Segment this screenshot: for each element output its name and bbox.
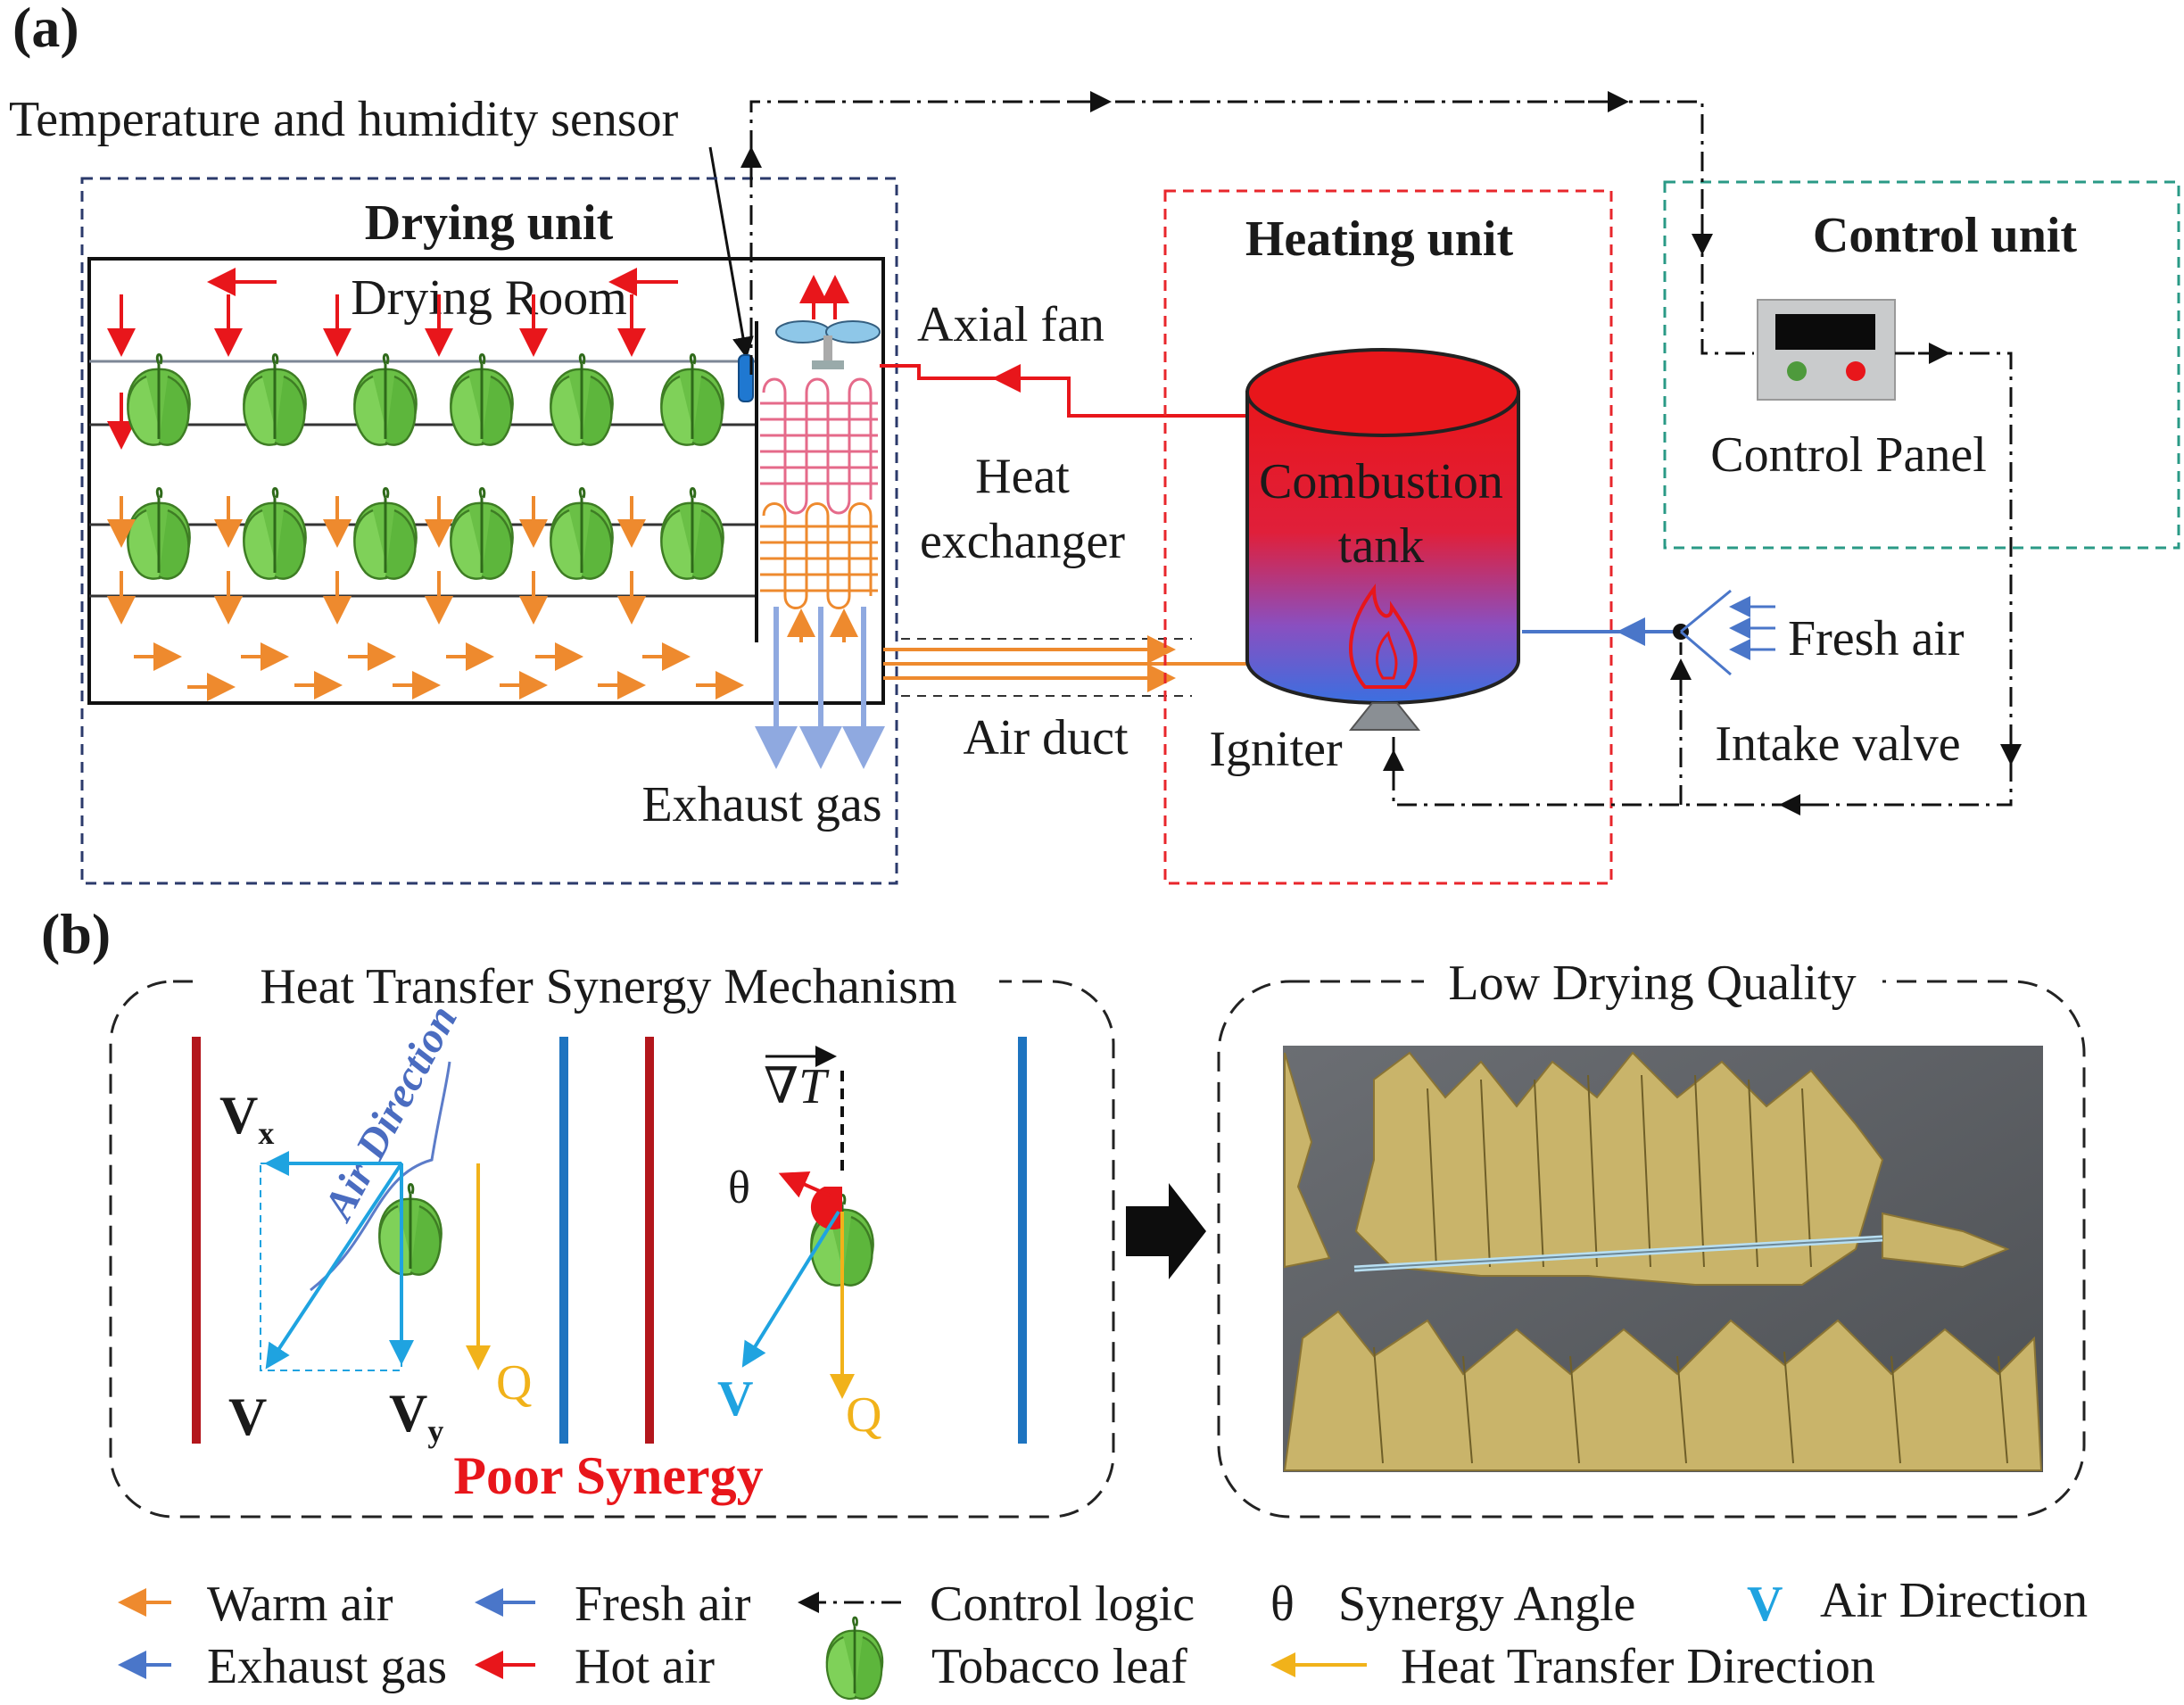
drying-unit-box bbox=[80, 177, 898, 885]
quality-title-bg bbox=[1424, 955, 1882, 1008]
result-arrow bbox=[1126, 1183, 1206, 1279]
legend-synergy-angle: Synergy Angle bbox=[1338, 1577, 1635, 1632]
legend-heat-transfer-direction: Heat Transfer Direction bbox=[1401, 1639, 1875, 1694]
legend-fresh-air: Fresh air bbox=[575, 1577, 751, 1632]
vy-label: Vy bbox=[389, 1384, 443, 1449]
theta-label: θ bbox=[728, 1163, 750, 1213]
legend-tobacco-leaf-icon bbox=[825, 1616, 884, 1701]
legend-warm-air: Warm air bbox=[207, 1577, 393, 1632]
v-vector bbox=[265, 1162, 403, 1370]
q-label-2: Q bbox=[846, 1387, 881, 1443]
axial-fan-label: Axial fan bbox=[917, 297, 1104, 352]
warm-air-right-arrows bbox=[134, 642, 744, 701]
axial-fan bbox=[775, 275, 881, 369]
legend-exhaust-gas: Exhaust gas bbox=[207, 1639, 447, 1694]
combustion-tank-label-line2: tank bbox=[1338, 518, 1424, 574]
mechanism-title: Heat Transfer Synergy Mechanism bbox=[260, 959, 956, 1014]
dried-tobacco-photo bbox=[1283, 1046, 2043, 1472]
v-vector-2 bbox=[741, 1210, 840, 1368]
hot-air-pipe bbox=[880, 364, 1245, 418]
air-direction-curve bbox=[310, 1061, 451, 1292]
intake-valve-label: Intake valve bbox=[1715, 716, 1960, 772]
air-direction-label: Air Direction bbox=[314, 997, 467, 1229]
control-logic-arrows bbox=[740, 91, 2022, 815]
legend-control-logic: Control logic bbox=[930, 1577, 1195, 1632]
panel-a-label: (a) bbox=[12, 0, 79, 59]
warm-air-down-arrows bbox=[107, 496, 646, 625]
control-unit-title: Control unit bbox=[1813, 208, 2077, 263]
drying-room-label: Drying Room bbox=[351, 270, 627, 326]
q-label: Q bbox=[496, 1355, 532, 1411]
exhaust-gas-arrows bbox=[755, 607, 885, 769]
legend-air-direction: Air Direction bbox=[1820, 1573, 2088, 1628]
drying-room-box bbox=[87, 257, 885, 705]
igniter bbox=[1348, 702, 1421, 731]
theta-arrow bbox=[778, 1171, 831, 1198]
sensor-pointer bbox=[708, 146, 754, 359]
tobacco-leaves bbox=[126, 353, 725, 581]
poor-synergy-label: Poor Synergy bbox=[453, 1446, 763, 1505]
air-duct bbox=[883, 635, 1249, 697]
sensor-device bbox=[738, 354, 754, 402]
control-unit-box bbox=[1663, 180, 2180, 550]
sensor-label: Temperature and humidity sensor bbox=[9, 92, 679, 147]
igniter-label: Igniter bbox=[1209, 722, 1343, 777]
panel-b-label: (b) bbox=[41, 902, 111, 965]
v-label-2: V bbox=[717, 1371, 753, 1427]
exhaust-gas-label: Exhaust gas bbox=[641, 777, 881, 832]
air-duct-label: Air duct bbox=[963, 710, 1129, 766]
quality-box bbox=[1217, 980, 2086, 1519]
heat-exchanger bbox=[760, 377, 878, 642]
combustion-tank-label-line1: Combustion bbox=[1259, 454, 1503, 509]
legend: Warm air Fresh air Control logic θ Syner… bbox=[118, 1573, 2088, 1701]
fresh-air-label: Fresh air bbox=[1788, 611, 1965, 666]
quality-title: Low Drying Quality bbox=[1448, 956, 1856, 1011]
tobacco-leaf-icon bbox=[377, 1183, 443, 1277]
fresh-air-inlet bbox=[1680, 589, 1775, 676]
control-panel-device bbox=[1757, 299, 1896, 401]
vx-label: Vx bbox=[219, 1086, 274, 1151]
v-label: V bbox=[228, 1387, 267, 1446]
hot-air-down-arrows bbox=[107, 294, 646, 450]
heating-unit-box bbox=[1163, 189, 1613, 885]
control-panel-label: Control Panel bbox=[1710, 427, 1987, 483]
heat-exchanger-label-line1: Heat bbox=[975, 449, 1070, 504]
combustion-tank bbox=[1245, 348, 1520, 705]
heat-exchanger-label-line2: exchanger bbox=[920, 514, 1125, 569]
legend-hot-air: Hot air bbox=[575, 1639, 715, 1694]
legend-synergy-symbol: θ bbox=[1270, 1577, 1295, 1632]
gradient-label: ∇T bbox=[764, 1059, 830, 1114]
legend-tobacco-leaf: Tobacco leaf bbox=[931, 1639, 1187, 1694]
mechanism-title-bg bbox=[203, 956, 999, 1010]
heating-unit-title: Heating unit bbox=[1245, 211, 1514, 267]
drying-unit-title: Drying unit bbox=[365, 195, 614, 251]
legend-air-dir-symbol: V bbox=[1747, 1577, 1783, 1632]
